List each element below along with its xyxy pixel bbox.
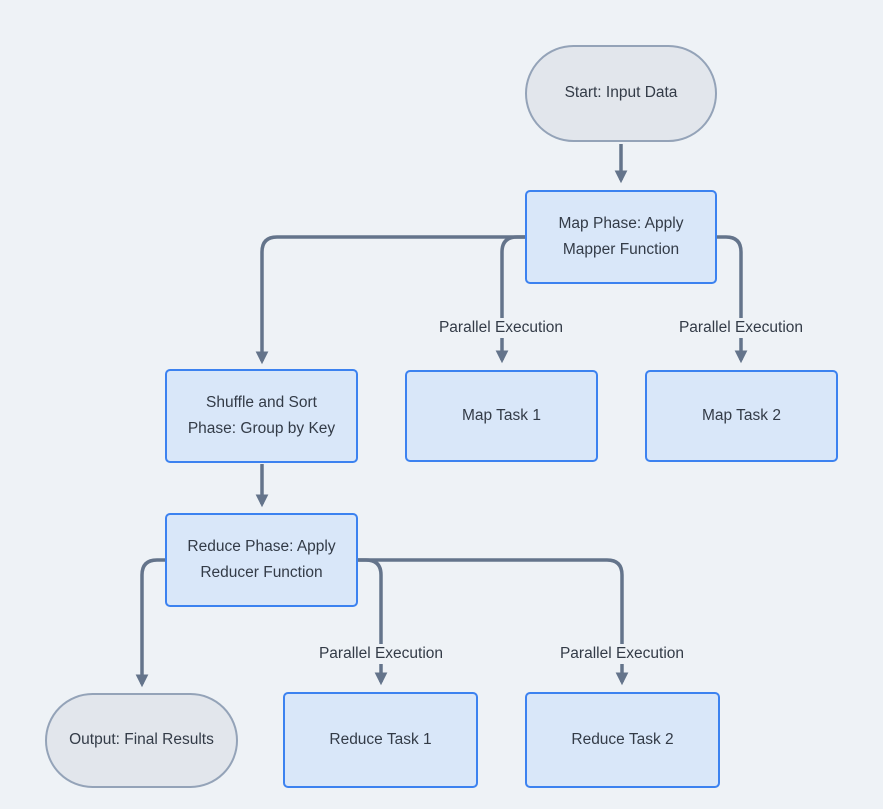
edge-label-parallel-execution-reduce-1: Parallel Execution — [313, 644, 449, 664]
edge-map-phase-to-shuffle — [255, 235, 525, 365]
node-reduce-task-1: Reduce Task 1 — [283, 692, 478, 788]
node-reduce-phase-label: Reduce Phase: Apply Reducer Function — [187, 537, 336, 581]
node-shuffle-sort: Shuffle and Sort Phase: Group by Key — [165, 369, 358, 463]
edge-map-phase-to-map-task-1 — [495, 235, 525, 364]
node-output-label: Output: Final Results — [69, 731, 214, 749]
node-map-phase-label: Map Phase: Apply Mapper Function — [558, 214, 684, 258]
edge-map-phase-to-map-task-2 — [717, 235, 748, 364]
node-shuffle-sort-label: Shuffle and Sort Phase: Group by Key — [187, 393, 336, 437]
node-map-phase: Map Phase: Apply Mapper Function — [525, 190, 717, 284]
node-output: Output: Final Results — [45, 693, 238, 788]
node-map-task-2: Map Task 2 — [645, 370, 838, 462]
node-reduce-phase: Reduce Phase: Apply Reducer Function — [165, 513, 358, 607]
node-map-task-1: Map Task 1 — [405, 370, 598, 462]
node-map-task-1-label: Map Task 1 — [462, 406, 541, 424]
edge-reduce-phase-to-reduce-task-2 — [358, 558, 629, 686]
node-map-task-2-label: Map Task 2 — [702, 406, 781, 424]
node-reduce-task-2: Reduce Task 2 — [525, 692, 720, 788]
edge-label-parallel-execution-reduce-2: Parallel Execution — [554, 644, 690, 664]
node-reduce-task-2-label: Reduce Task 2 — [571, 730, 674, 748]
node-reduce-task-1-label: Reduce Task 1 — [329, 730, 432, 748]
edge-label-parallel-execution-map-2: Parallel Execution — [673, 318, 809, 338]
node-start: Start: Input Data — [525, 45, 717, 142]
node-start-label: Start: Input Data — [564, 84, 678, 102]
edge-reduce-phase-to-output — [135, 558, 165, 688]
edge-label-parallel-execution-map-1: Parallel Execution — [433, 318, 569, 338]
